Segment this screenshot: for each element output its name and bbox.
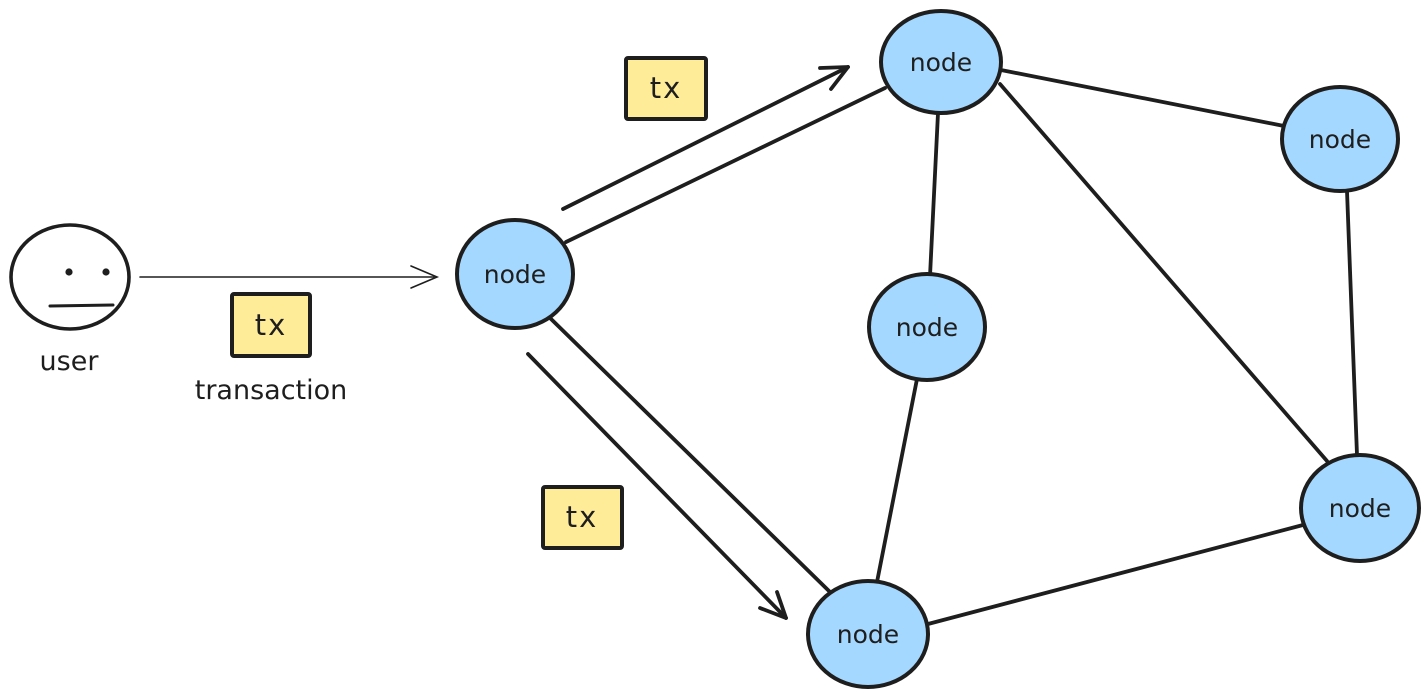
tx-badge-rect [624,56,708,121]
user-arrow-head-icon [410,265,440,289]
node-right: node [1280,85,1400,193]
tx-badge-label: tx [255,308,288,342]
tx-arrow-top-head-icon [818,65,850,91]
right-eye-dot-icon [102,268,110,276]
tx-badge-bottom: tx [541,485,624,550]
node-bottom: node [806,579,930,689]
edge-top-to-bottom-right [998,82,1329,463]
node-circle [1280,85,1400,193]
node-left: node [455,218,575,330]
node-circle [806,579,930,689]
tx-badge-rect [541,485,624,550]
tx-badge-label: tx [566,500,599,534]
user-arrow [139,265,440,289]
node-middle: node [867,272,987,382]
user-label: user [40,346,100,377]
tx-arrow-to-bottom [526,352,788,620]
node-label: node [910,48,972,77]
tx-arrow-bottom-shaft [526,352,788,620]
tx-arrow-bottom-head-icon [758,590,788,620]
edge-top-to-middle [928,111,940,278]
mouth-line-icon [48,303,115,308]
tx-badge-user: tx [230,292,312,358]
edge-left-to-top [564,86,887,244]
tx-badge-top: tx [624,56,708,121]
edge-top-to-right [999,68,1286,128]
edge-group [547,68,1359,626]
tx-badge-label: tx [650,71,683,105]
node-bottom-right: node [1299,453,1421,563]
node-circle [879,9,1003,115]
tx-badge-rect [230,292,312,358]
node-circle [867,272,987,382]
edge-left-to-bottom [547,315,832,594]
node-circle [1299,453,1421,563]
node-label: node [1309,125,1371,154]
user-figure: user [9,223,131,377]
node-label: node [1329,494,1391,523]
edge-right-to-bottom-right [1345,189,1359,457]
edge-middle-to-bottom [875,377,919,584]
left-eye-dot-icon [65,268,73,276]
edge-bottom-to-bottom-right [926,523,1305,626]
node-top: node [879,9,1003,115]
node-label: node [484,260,546,289]
node-circle [455,218,575,330]
tx-arrow-to-top [561,65,850,211]
tx-arrow-top-shaft [561,65,850,211]
node-label: node [837,620,899,649]
transaction-label: transaction [195,375,348,406]
node-label: node [896,313,958,342]
face-icon [9,223,131,331]
